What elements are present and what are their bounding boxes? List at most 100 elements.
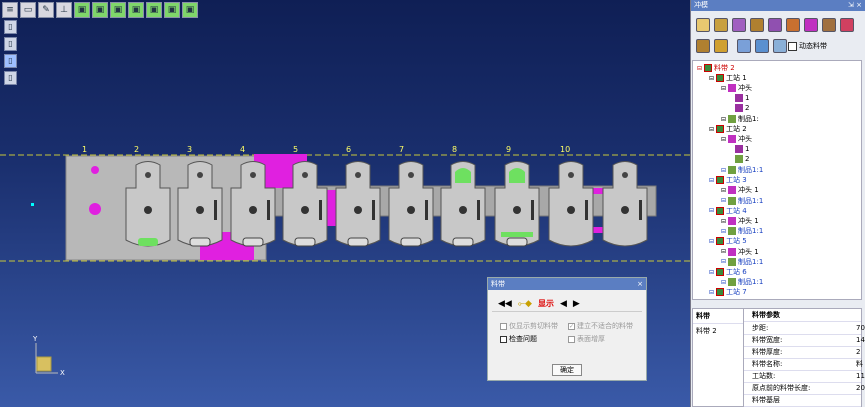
tree-node[interactable]: ⊟冲头 1	[721, 216, 759, 226]
show-trim-checkbox[interactable]: 仅显示剪切料带	[500, 321, 558, 331]
tree-node[interactable]: ⊟冲头	[721, 134, 752, 144]
prev-step-button[interactable]: ◀	[559, 298, 567, 309]
tree-node[interactable]: ⊟制品1:1	[721, 257, 763, 267]
menu-icon[interactable]: ≡	[2, 2, 18, 18]
build-incompat-box[interactable]: ✓	[568, 322, 575, 330]
param-row[interactable]: 料带宽度:14	[744, 334, 865, 347]
tree-expand-icon[interactable]: ⊟	[721, 227, 727, 235]
tree-node[interactable]: ⊟冲头 1	[721, 185, 759, 195]
die-tool-6-icon[interactable]	[786, 18, 800, 32]
tree-expand-icon[interactable]: ⊟	[709, 176, 715, 184]
check-issue-checkbox[interactable]: 检查问题	[500, 334, 537, 344]
tree-expand-icon[interactable]: ⊟	[709, 74, 715, 82]
param-value[interactable]: 20	[856, 384, 865, 392]
tree-node[interactable]: ⊟制品1:	[721, 114, 759, 124]
param-value[interactable]: 2	[856, 348, 861, 356]
tree-expand-icon[interactable]: ⊟	[721, 217, 727, 225]
tree-expand-icon[interactable]: ⊟	[721, 166, 727, 174]
die-tool-12-icon[interactable]	[737, 39, 751, 53]
tree-expand-icon[interactable]: ⊟	[709, 288, 715, 296]
display-label[interactable]: 显示	[537, 299, 554, 308]
cube-view-1-icon[interactable]: ▣	[74, 2, 90, 18]
brush-icon[interactable]: ✎	[38, 2, 54, 18]
tree-expand-icon[interactable]: ⊟	[721, 278, 727, 286]
tree-expand-icon[interactable]: ⊟	[709, 207, 715, 215]
tree-node[interactable]: ⊟工站 3	[709, 175, 747, 185]
tree-expand-icon[interactable]: ⊟	[721, 186, 727, 194]
cylinder-tool-icon[interactable]: ▯	[4, 20, 17, 34]
die-tool-10-icon[interactable]	[696, 39, 710, 53]
tree-node[interactable]: ⊟工站 5	[709, 236, 747, 246]
tree-node[interactable]: ⊟工站 2	[709, 124, 747, 134]
tree-node[interactable]: 1	[733, 93, 749, 102]
surface-thickness-box[interactable]	[568, 335, 575, 343]
cube-view-4-icon[interactable]: ▣	[128, 2, 144, 18]
cylinder-tool-4-icon[interactable]: ▯	[4, 71, 17, 85]
tree-node[interactable]: ⊟工站 7	[709, 287, 747, 297]
cube-view-5-icon[interactable]: ▣	[146, 2, 162, 18]
tree-node[interactable]: 2	[733, 103, 749, 112]
param-row[interactable]: 原点前的料带长度:20	[744, 382, 865, 395]
param-row[interactable]: 料带基层	[744, 394, 861, 407]
die-tool-3-icon[interactable]	[732, 18, 746, 32]
panel-controls[interactable]: ⇲ ×	[848, 1, 862, 9]
show-trim-box[interactable]	[500, 322, 507, 330]
tree-node[interactable]: ⊟工站 4	[709, 206, 747, 216]
strip-list-item[interactable]: 料带 2	[696, 327, 717, 335]
tree-node[interactable]: ⊟制品1:1	[721, 277, 763, 287]
tree-expand-icon[interactable]: ⊟	[709, 125, 715, 133]
die-tool-7-icon[interactable]	[804, 18, 818, 32]
die-tool-14-icon[interactable]	[773, 39, 787, 53]
cylinder-tool-3-icon[interactable]: ▯	[4, 54, 17, 68]
ok-button[interactable]: 确定	[552, 364, 582, 376]
window-icon[interactable]: ▭	[20, 2, 36, 18]
tree-node[interactable]: ⊟料带 2	[697, 63, 735, 73]
tree-node[interactable]: ⊟冲头	[721, 83, 752, 93]
tree-node[interactable]: ⊟制品1:1	[721, 165, 763, 175]
tree-node[interactable]: ⊟工站 6	[709, 267, 747, 277]
build-incompat-checkbox[interactable]: ✓ 建立不适合的料带	[568, 321, 633, 331]
die-tool-5-icon[interactable]	[768, 18, 782, 32]
tree-node[interactable]: ⊟冲头 1	[721, 247, 759, 257]
tree-expand-icon[interactable]: ⊟	[721, 135, 727, 143]
param-value[interactable]: 14	[856, 336, 865, 344]
check-issue-box[interactable]	[500, 335, 507, 343]
die-tool-8-icon[interactable]	[822, 18, 836, 32]
tree-node[interactable]: 1	[733, 144, 749, 153]
surface-thickness-checkbox[interactable]: 表面增厚	[568, 334, 605, 344]
key-icon[interactable]: ⟜◆	[517, 298, 532, 309]
dynamic-strip-checkbox[interactable]: 动态料带	[788, 41, 827, 51]
tree-expand-icon[interactable]: ⊟	[721, 248, 727, 256]
axis-icon[interactable]: ⊥	[56, 2, 72, 18]
param-value[interactable]: 11	[856, 372, 865, 380]
param-row[interactable]: 步距:70	[744, 322, 865, 335]
cylinder-tool-2-icon[interactable]: ▯	[4, 37, 17, 51]
cube-view-6-icon[interactable]: ▣	[164, 2, 180, 18]
param-value[interactable]: 料	[856, 360, 863, 368]
tree-expand-icon[interactable]: ⊟	[721, 115, 727, 123]
param-row[interactable]: 料带名称:料	[744, 358, 863, 371]
tree-expand-icon[interactable]: ⊟	[721, 197, 727, 205]
cube-view-7-icon[interactable]: ▣	[182, 2, 198, 18]
tree-node[interactable]: ⊟工站 1	[709, 73, 747, 83]
first-step-button[interactable]: ◀◀	[498, 298, 512, 309]
param-row[interactable]: 料带厚度:2	[744, 346, 861, 359]
cube-view-2-icon[interactable]: ▣	[92, 2, 108, 18]
dynamic-strip-box[interactable]	[788, 41, 797, 51]
die-tool-13-icon[interactable]	[755, 39, 769, 53]
tree-expand-icon[interactable]: ⊟	[721, 84, 727, 92]
next-step-button[interactable]: ▶	[572, 298, 580, 309]
tree-node[interactable]: 2	[733, 154, 749, 163]
die-tool-9-icon[interactable]	[840, 18, 854, 32]
die-tool-11-icon[interactable]	[714, 39, 728, 53]
tree-node[interactable]: ⊟制品1:1	[721, 196, 763, 206]
tree-expand-icon[interactable]: ⊟	[721, 258, 727, 266]
strip-list[interactable]: 料带 料带 2	[693, 309, 744, 406]
param-value[interactable]: 70	[856, 324, 865, 332]
tree-expand-icon[interactable]: ⊟	[709, 268, 715, 276]
tree-expand-icon[interactable]: ⊟	[697, 64, 703, 72]
cube-view-3-icon[interactable]: ▣	[110, 2, 126, 18]
die-tool-4-icon[interactable]	[750, 18, 764, 32]
tree-node[interactable]: ⊟制品1:1	[721, 226, 763, 236]
